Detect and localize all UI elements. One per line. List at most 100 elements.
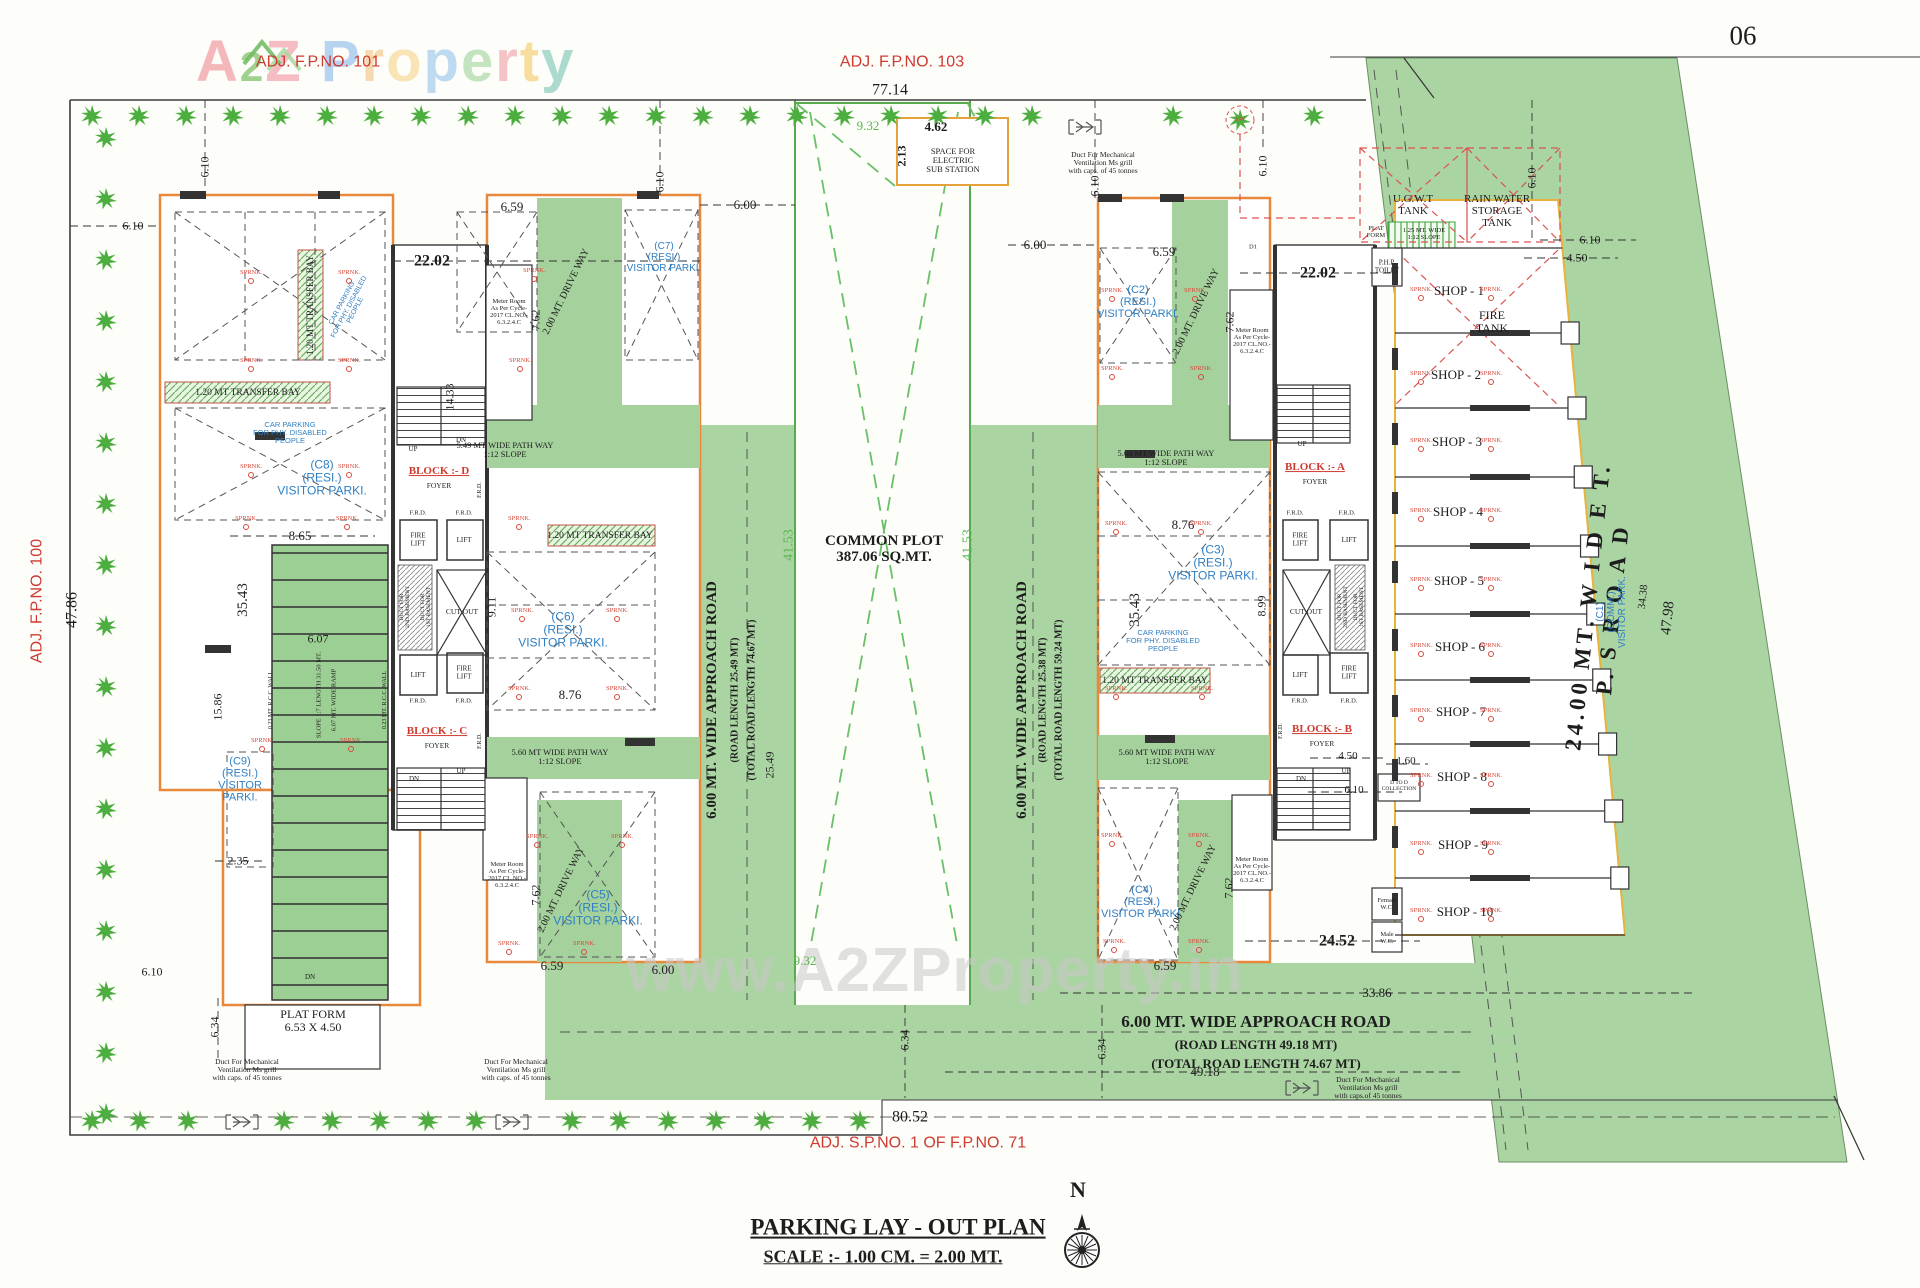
tree-icon xyxy=(465,1110,487,1132)
tanks-and-rooms xyxy=(244,117,1561,1070)
tree-icon xyxy=(801,1110,823,1132)
shop-partition xyxy=(1392,893,1398,915)
pw-tree-icon xyxy=(1225,105,1255,135)
common-plot-strip xyxy=(794,100,1011,1005)
dimension-lines xyxy=(70,100,1835,1118)
tree-icon xyxy=(95,676,117,698)
shop-partition xyxy=(1392,826,1398,848)
logo-letter: p xyxy=(423,29,461,94)
tree-icon xyxy=(95,493,117,515)
shop-partition xyxy=(1392,263,1398,285)
shop-partition xyxy=(1392,492,1398,514)
tree-icon xyxy=(95,737,117,759)
tree-icon xyxy=(739,105,761,127)
tree-icon xyxy=(1021,105,1043,127)
tree-icon xyxy=(273,1110,295,1132)
logo-letter: t xyxy=(519,29,542,94)
tree-icon xyxy=(705,1110,727,1132)
tree-icon xyxy=(81,105,103,127)
tree-icon xyxy=(128,105,150,127)
shop-partition xyxy=(1560,321,1580,345)
shop-partition xyxy=(1592,668,1612,692)
shop-partition xyxy=(1392,561,1398,583)
tree-icon xyxy=(95,615,117,637)
shop-partition xyxy=(1586,602,1606,626)
tree-icon xyxy=(1303,105,1325,127)
shop-partition xyxy=(1392,423,1398,445)
stairs-and-lifts xyxy=(396,384,1369,831)
tree-icon xyxy=(369,1110,391,1132)
shop-partition xyxy=(1610,866,1630,890)
shop-partitions xyxy=(1392,247,1630,936)
compass-icon xyxy=(1064,1214,1100,1268)
logo-house-icon xyxy=(242,38,302,72)
tree-icon xyxy=(457,105,479,127)
shop-partition xyxy=(1470,474,1530,480)
tree-icon xyxy=(833,105,855,127)
tree-icon xyxy=(177,1110,199,1132)
tree-icon xyxy=(95,798,117,820)
tree-icon xyxy=(95,127,117,149)
shop-partition xyxy=(1470,741,1530,747)
tree-icon xyxy=(849,1110,871,1132)
tree-icon xyxy=(95,981,117,1003)
logo-letter: r xyxy=(361,29,387,94)
tree-icon xyxy=(95,432,117,454)
tree-icon xyxy=(609,1110,631,1132)
tree-icon xyxy=(321,1110,343,1132)
logo-letter: o xyxy=(386,29,424,94)
tree-icon xyxy=(417,1110,439,1132)
tree-icon xyxy=(504,105,526,127)
tree-icon xyxy=(269,105,291,127)
tree-icon xyxy=(561,1110,583,1132)
shop-partition xyxy=(1392,629,1398,651)
shop-partition xyxy=(1470,677,1530,683)
shop-partition xyxy=(1470,875,1530,881)
approach-roads xyxy=(545,425,1493,1100)
tree-icon xyxy=(95,920,117,942)
wall-ticks xyxy=(180,191,1184,746)
logo-letter: r xyxy=(495,29,520,94)
tree-icon xyxy=(410,105,432,127)
tree-icon xyxy=(692,105,714,127)
tree-icon xyxy=(95,249,117,271)
tree-icon xyxy=(95,1103,117,1125)
tree-icon xyxy=(222,105,244,127)
parking-bays xyxy=(174,209,1271,961)
logo-letter: y xyxy=(541,29,576,94)
shop-partition xyxy=(1392,348,1398,370)
shop-partition xyxy=(1392,759,1398,781)
tree-icon xyxy=(95,1042,117,1064)
logo-letter: 2 xyxy=(239,43,266,90)
shop-partition xyxy=(1604,799,1624,823)
shop-partition xyxy=(1392,695,1398,717)
shop-partition xyxy=(1573,465,1593,489)
tree-icon xyxy=(551,105,573,127)
ramp-and-bays xyxy=(164,221,1456,1001)
tree-icon xyxy=(363,105,385,127)
logo-letter: P xyxy=(320,29,362,94)
tree-icon xyxy=(657,1110,679,1132)
tree-icon xyxy=(645,105,667,127)
tree-icon xyxy=(316,105,338,127)
logo-letter: A xyxy=(196,29,240,94)
shop-partition xyxy=(1579,534,1600,558)
tree-icon xyxy=(95,554,117,576)
shop-partition xyxy=(1597,732,1618,756)
a2z-logo: A2Z Property xyxy=(196,28,575,95)
tree-icon xyxy=(175,105,197,127)
tree-icon xyxy=(1162,105,1184,127)
tree-icon xyxy=(81,1110,103,1132)
tree-icon xyxy=(129,1110,151,1132)
tree-icon xyxy=(95,188,117,210)
logo-letter: e xyxy=(460,29,496,94)
tree-icon xyxy=(95,371,117,393)
plot-boundary xyxy=(69,56,1920,1136)
shop-partition xyxy=(1470,405,1530,411)
watermark: www.A2ZProperty.in xyxy=(626,936,1244,1005)
shop-partition xyxy=(1470,808,1530,814)
shop-partition xyxy=(1470,330,1530,336)
shop-partition xyxy=(1470,611,1530,617)
